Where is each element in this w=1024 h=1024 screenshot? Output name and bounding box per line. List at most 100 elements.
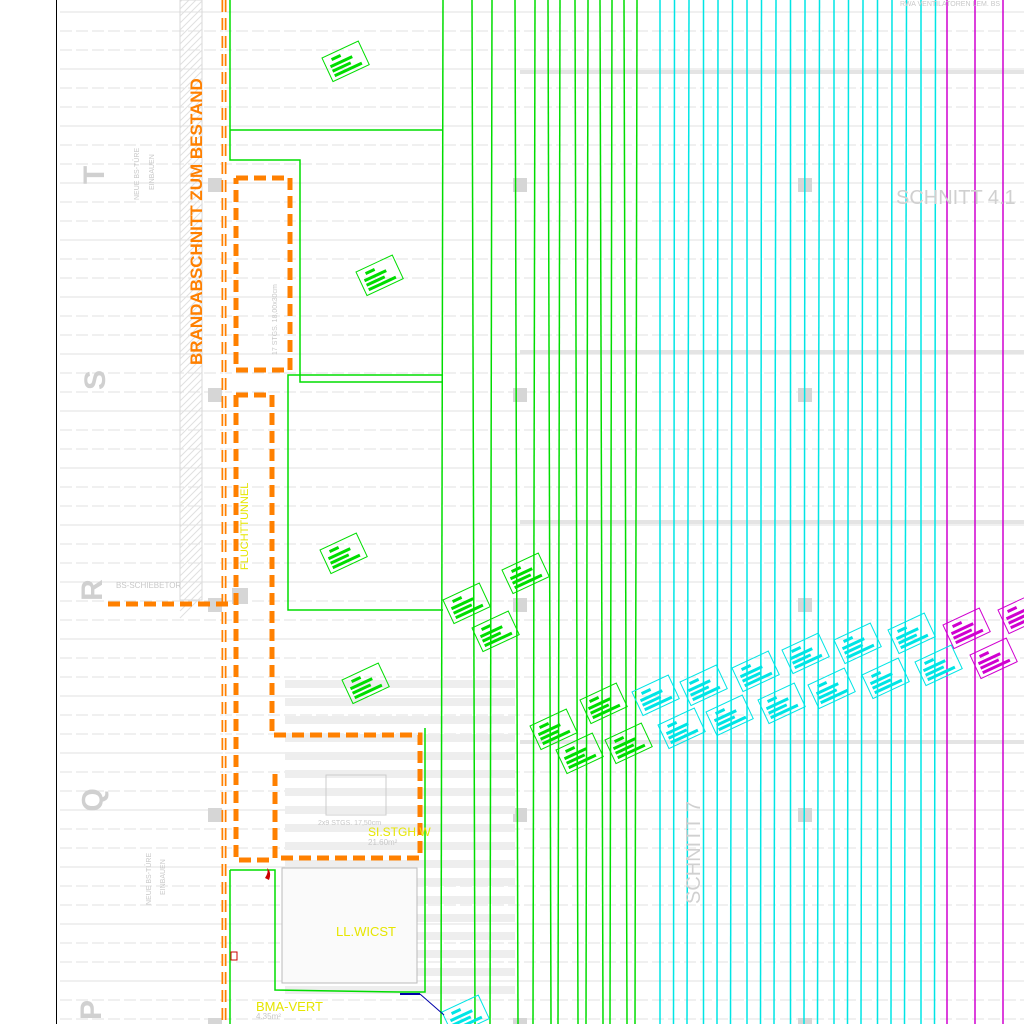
tag-text-mark xyxy=(589,703,610,715)
stair-spec: 2x9 STGS. 17,50cm xyxy=(318,820,382,827)
cyan-equipment-tag xyxy=(757,682,806,725)
hatch-line xyxy=(179,308,203,332)
tag-text-mark xyxy=(665,722,689,736)
tag-frame xyxy=(319,532,368,575)
green-equipment-tag xyxy=(321,40,370,83)
green-equipment-tag xyxy=(471,610,520,653)
tag-text-mark xyxy=(612,737,636,751)
hatch-line xyxy=(179,420,203,444)
tag-text-mark xyxy=(789,647,813,661)
tag-text-mark xyxy=(588,696,600,703)
tag-text-mark xyxy=(979,658,1000,670)
tag-text-mark xyxy=(449,1009,473,1023)
green-service-line xyxy=(585,0,589,1024)
escape-tunnel-label: FLUCHTTUNNEL xyxy=(239,482,251,570)
hatch-line xyxy=(179,315,203,339)
beam-band xyxy=(520,350,1024,354)
wc-room xyxy=(281,867,418,984)
hatch-line xyxy=(179,343,203,367)
hatch-line xyxy=(179,406,203,430)
grid-letter-r: R xyxy=(75,579,109,601)
slab-stripe xyxy=(285,752,515,760)
tag-text-mark xyxy=(454,1015,483,1024)
tag-text-mark xyxy=(484,631,513,648)
tag-text-mark xyxy=(982,658,1011,675)
tag-text-mark xyxy=(1007,613,1024,625)
tag-text-mark xyxy=(666,721,678,728)
tag-text-mark xyxy=(817,688,838,700)
tag-frame xyxy=(341,662,390,705)
new-door-label: NEUE BS-TÜRE xyxy=(134,147,141,200)
slab-stripe xyxy=(285,716,515,724)
green-equipment-tag xyxy=(442,582,491,625)
section-7-label: SCHNITT 7 xyxy=(683,801,705,904)
fire-alarm-symbol xyxy=(230,951,238,961)
green-equipment-tag xyxy=(355,254,404,297)
stair-area: 21.60m² xyxy=(368,838,398,847)
tag-text-mark xyxy=(331,61,352,73)
tag-text-mark xyxy=(897,633,918,645)
hatch-line xyxy=(179,0,190,10)
hatch-line xyxy=(179,56,203,80)
slab-stripe xyxy=(285,842,515,850)
hatch-line xyxy=(179,98,203,122)
hatch-line xyxy=(179,413,203,437)
hatch-line xyxy=(179,448,203,472)
tag-text-mark xyxy=(542,729,571,746)
slab-stripe xyxy=(285,734,515,742)
tag-text-mark xyxy=(770,703,799,720)
new-door-label-sub: EINBAUEN xyxy=(160,859,167,895)
tag-text-mark xyxy=(479,625,503,639)
hatch-line xyxy=(179,329,203,353)
hatch-line xyxy=(179,546,203,570)
cyan-equipment-tag xyxy=(807,667,856,710)
tag-text-mark xyxy=(641,695,662,707)
slab-stripe xyxy=(285,698,515,706)
hatch-line xyxy=(179,245,203,269)
cyan-equipment-tag xyxy=(887,612,936,655)
tag-text-mark xyxy=(715,715,736,727)
tag-text-mark xyxy=(565,753,586,765)
hatch-line xyxy=(179,336,203,360)
hatch-line xyxy=(179,301,203,325)
tag-frame xyxy=(781,632,830,675)
tag-text-mark xyxy=(509,567,533,581)
slab-stripe xyxy=(285,860,515,868)
fire-wall-tunnel xyxy=(233,395,272,863)
hatch-line xyxy=(179,441,203,465)
rwa-label: RWA VENTILATOREN LEM. BS xyxy=(900,1,1001,8)
hatch-line xyxy=(179,259,203,283)
grid-letter-p: P xyxy=(75,999,109,1021)
tag-text-mark xyxy=(328,546,340,553)
hatch-line xyxy=(179,357,203,381)
cyan-equipment-tag xyxy=(781,632,830,675)
hatch-line xyxy=(179,168,203,192)
hatch-line xyxy=(179,504,203,528)
tag-text-mark xyxy=(955,628,984,645)
tag-text-mark xyxy=(368,275,397,292)
cyan-equipment-tag xyxy=(441,994,490,1024)
tag-frame xyxy=(555,732,604,775)
green-equipment-tag xyxy=(555,732,604,775)
hatch-line xyxy=(179,0,203,24)
tag-text-mark xyxy=(843,643,864,655)
cyan-equipment-tag xyxy=(679,664,728,707)
tag-frame xyxy=(807,667,856,710)
tag-text-mark xyxy=(617,743,646,760)
hatch-line xyxy=(179,42,203,66)
tag-text-mark xyxy=(481,631,502,643)
hatch-line xyxy=(179,7,203,31)
cyan-equipment-tag xyxy=(657,707,706,750)
tag-frame xyxy=(657,707,706,750)
cyan-service-line xyxy=(933,0,937,1024)
tag-frame xyxy=(529,708,578,751)
green-service-line xyxy=(609,0,613,1024)
hatch-line xyxy=(179,49,203,73)
tag-text-mark xyxy=(510,566,522,573)
hatch-line xyxy=(179,434,203,458)
tag-text-mark xyxy=(451,596,463,603)
tag-frame xyxy=(914,644,963,687)
hatch-line xyxy=(179,483,203,507)
hatch-line xyxy=(179,0,197,17)
hatch-line xyxy=(179,112,203,136)
